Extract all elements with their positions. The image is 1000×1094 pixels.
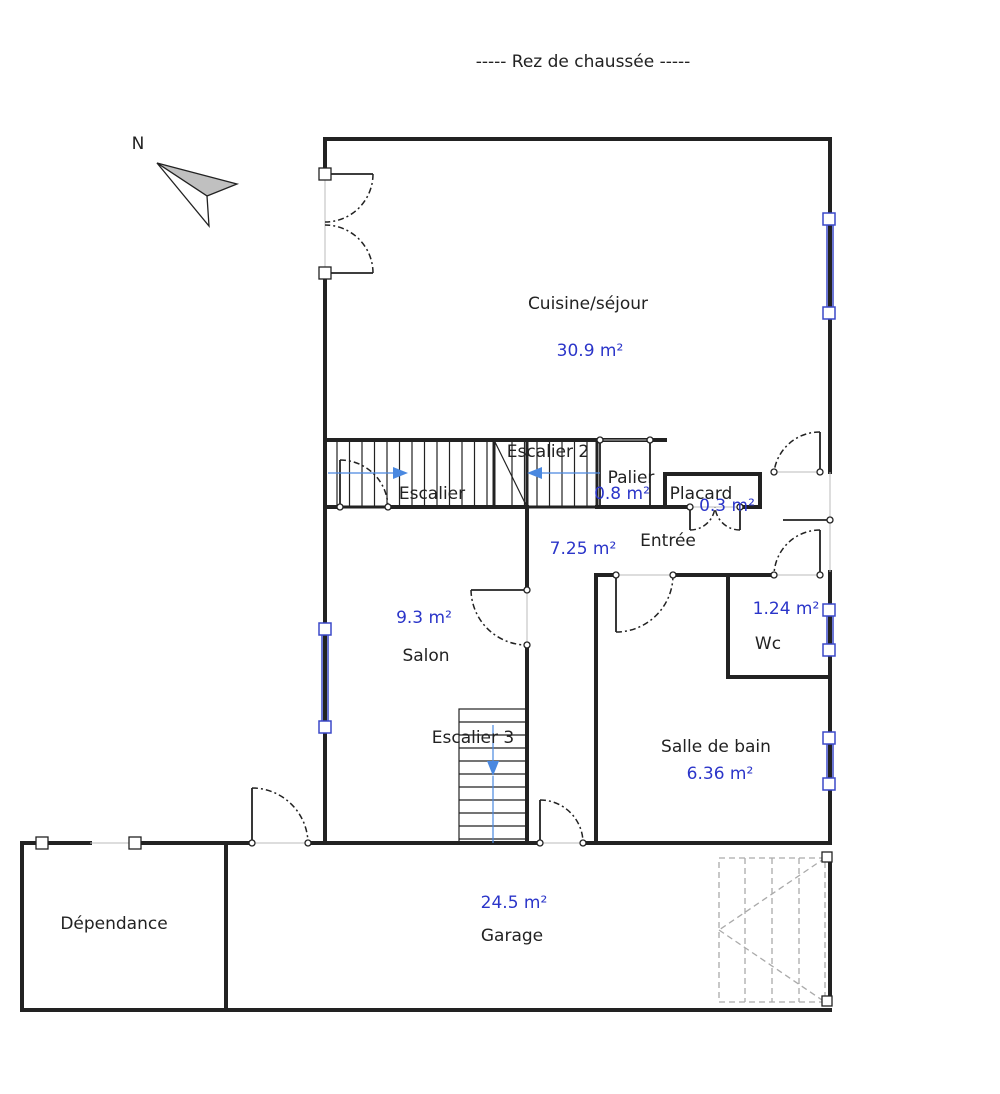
room-name: Garage bbox=[481, 926, 543, 946]
room-escalier-3: Escalier 3 bbox=[432, 728, 514, 748]
stair-escalier-3 bbox=[458, 708, 528, 844]
compass-north-label: N bbox=[132, 134, 145, 154]
room-dependance: Dépendance bbox=[60, 914, 167, 934]
room-escalier: Escalier bbox=[399, 484, 465, 504]
garage-ramp bbox=[718, 851, 833, 1007]
room-area: 7.25 m² bbox=[550, 539, 617, 559]
room-name: Escalier 3 bbox=[432, 728, 514, 748]
room-name: Palier bbox=[608, 468, 655, 488]
stair-arrow-icon bbox=[393, 467, 408, 479]
room-escalier-2: Escalier 2 bbox=[507, 442, 589, 462]
room-name: Escalier bbox=[399, 484, 465, 504]
room-name: Salle de bain bbox=[661, 737, 771, 757]
stair-escalier-2 bbox=[492, 438, 600, 509]
stair-escalier bbox=[323, 438, 529, 509]
room-name: Escalier 2 bbox=[507, 442, 589, 462]
room-salle-de-bain: Salle de bain 6.36 m² bbox=[661, 737, 771, 784]
room-area: 0.3 m² bbox=[699, 496, 755, 516]
room-name: Wc bbox=[755, 634, 781, 654]
room-entree: 7.25 m² Entrée bbox=[550, 531, 696, 559]
room-name: Cuisine/séjour bbox=[528, 294, 648, 314]
room-cuisine-sejour: Cuisine/séjour 30.9 m² bbox=[528, 294, 648, 361]
room-name: Placard bbox=[670, 484, 733, 504]
room-name: Salon bbox=[402, 646, 449, 666]
room-placard: Placard 0.3 m² bbox=[670, 484, 755, 516]
room-palier: Palier 0.8 m² bbox=[594, 468, 654, 504]
room-name: Entrée bbox=[640, 531, 696, 551]
room-area: 0.8 m² bbox=[594, 484, 650, 504]
plan-title: ----- Rez de chaussée ----- bbox=[476, 52, 691, 72]
walls bbox=[20, 137, 832, 1012]
openings bbox=[90, 174, 831, 844]
room-area: 6.36 m² bbox=[687, 764, 754, 784]
room-name: Dépendance bbox=[60, 914, 167, 934]
wall-nodes bbox=[35, 167, 834, 850]
room-area: 30.9 m² bbox=[557, 341, 624, 361]
stair-arrow-icon bbox=[527, 467, 542, 479]
compass: N bbox=[132, 134, 240, 228]
stair-arrow-icon bbox=[487, 761, 499, 776]
windows bbox=[318, 212, 836, 791]
room-area: 9.3 m² bbox=[396, 608, 452, 628]
room-wc: 1.24 m² Wc bbox=[753, 599, 820, 654]
room-garage: 24.5 m² Garage bbox=[481, 893, 548, 946]
room-salon: 9.3 m² Salon bbox=[396, 608, 452, 666]
room-area: 1.24 m² bbox=[753, 599, 820, 619]
compass-arrow-shadow-icon bbox=[156, 162, 210, 228]
room-area: 24.5 m² bbox=[481, 893, 548, 913]
